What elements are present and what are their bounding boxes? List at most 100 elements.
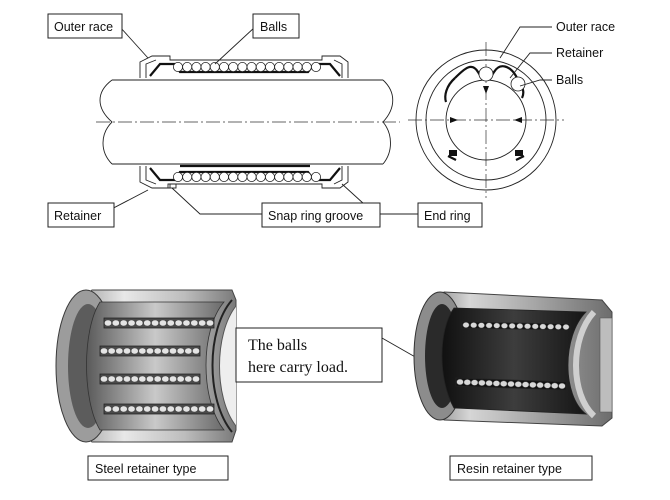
ball	[478, 379, 486, 386]
ball	[274, 62, 285, 73]
ball	[477, 322, 485, 329]
ball	[524, 323, 531, 330]
ball	[198, 405, 207, 413]
ball	[246, 171, 257, 182]
ball	[127, 405, 136, 413]
ball	[182, 171, 193, 182]
ball	[192, 375, 200, 383]
ball	[218, 171, 229, 182]
ball	[283, 62, 294, 73]
svg-text:Balls: Balls	[260, 20, 287, 34]
ball	[228, 171, 239, 182]
ball	[485, 380, 493, 387]
ball	[292, 62, 303, 73]
ball	[172, 62, 183, 73]
outer-race-bottom	[139, 166, 349, 189]
retainer-top	[149, 62, 341, 77]
steel-ball-tracks	[99, 317, 215, 415]
ball	[130, 347, 139, 355]
label-balls-top: Balls	[252, 13, 300, 39]
ball	[228, 62, 239, 73]
retainer-bottom	[149, 167, 341, 182]
ball	[107, 375, 116, 383]
ball	[115, 347, 124, 355]
end-view-ball	[478, 66, 494, 82]
ball	[521, 381, 530, 388]
ball	[191, 62, 202, 73]
load-arrow	[483, 86, 489, 94]
ball	[301, 62, 312, 73]
label-outer-race-right: Outer race	[556, 20, 615, 34]
ball	[463, 379, 471, 386]
svg-text:Snap ring groove: Snap ring groove	[268, 209, 363, 223]
ball	[292, 171, 303, 182]
ball	[166, 405, 175, 413]
ball	[536, 382, 544, 389]
ball	[111, 405, 120, 413]
ball	[274, 171, 285, 182]
ball	[218, 62, 229, 73]
ball	[200, 171, 211, 182]
ball	[551, 382, 559, 389]
ball	[184, 347, 193, 355]
ball	[310, 62, 321, 73]
svg-text:End ring: End ring	[424, 209, 471, 223]
caption-resin: Resin retainer type	[449, 455, 593, 481]
ball	[255, 62, 266, 73]
ball	[493, 322, 501, 329]
ball	[100, 347, 108, 355]
ball	[174, 405, 183, 413]
steel-retainer-illustration	[55, 289, 237, 443]
ball	[470, 322, 478, 329]
ball	[182, 405, 191, 413]
ball	[246, 62, 257, 73]
ball	[146, 375, 154, 383]
ball	[104, 319, 112, 327]
ball	[206, 319, 214, 327]
resin-retainer-illustration	[413, 291, 613, 427]
shaft	[112, 79, 383, 165]
load-callout: The balls here carry load.	[235, 327, 383, 383]
ball	[507, 380, 515, 388]
ball	[516, 323, 524, 330]
ball	[151, 319, 159, 327]
ball	[206, 405, 214, 413]
ball	[143, 319, 152, 327]
label-outer-race-left: Outer race	[47, 13, 123, 39]
ball	[107, 347, 116, 355]
ball	[143, 405, 152, 413]
callout-line-2: here carry load.	[248, 359, 348, 376]
ball	[237, 62, 248, 73]
ball	[123, 347, 131, 355]
ball	[492, 380, 501, 387]
label-balls-right: Balls	[556, 73, 583, 87]
label-retainer-right: Retainer	[556, 46, 603, 60]
ball	[100, 375, 108, 383]
ball	[176, 347, 185, 355]
ball	[200, 62, 211, 73]
ball	[501, 322, 508, 329]
ball	[127, 319, 136, 327]
ball	[138, 375, 147, 383]
ball	[192, 347, 200, 355]
ball	[462, 322, 470, 328]
label-end-ring: End ring	[417, 202, 483, 228]
ball	[543, 382, 552, 389]
ball	[159, 319, 167, 327]
ball	[104, 405, 112, 413]
steel-bore	[86, 301, 225, 431]
ball	[182, 62, 193, 73]
ball	[301, 171, 312, 182]
end-view-ball	[510, 76, 526, 92]
ball	[130, 375, 139, 383]
ball	[539, 323, 547, 330]
ball	[182, 319, 191, 327]
callout-line-1: The balls	[248, 337, 307, 354]
ball	[172, 171, 183, 182]
ball	[119, 405, 128, 413]
ball	[264, 62, 275, 73]
ball	[191, 171, 202, 182]
ball	[558, 382, 566, 390]
ball	[485, 322, 493, 329]
